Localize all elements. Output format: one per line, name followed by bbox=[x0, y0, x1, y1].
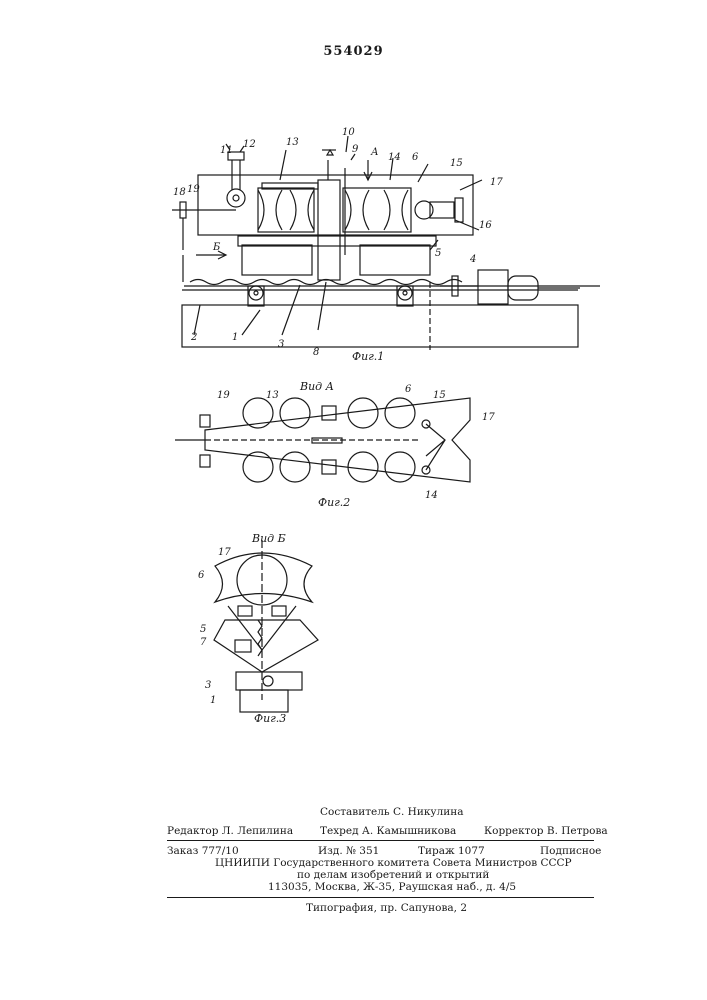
figure-3: Вид Б 17 6 5 7 3 1 Фиг.3 bbox=[198, 532, 318, 725]
divider-2 bbox=[167, 897, 594, 898]
techeditor: Техред А. Камышникова bbox=[320, 825, 456, 838]
svg-text:3: 3 bbox=[278, 339, 284, 350]
base-frame bbox=[182, 305, 578, 347]
svg-text:14: 14 bbox=[388, 152, 401, 163]
svg-text:6: 6 bbox=[198, 570, 205, 581]
svg-text:1: 1 bbox=[232, 332, 238, 343]
svg-text:Фиг.1: Фиг.1 bbox=[352, 350, 384, 363]
svg-text:15: 15 bbox=[433, 390, 446, 401]
svg-text:13: 13 bbox=[286, 137, 299, 148]
svg-text:4: 4 bbox=[469, 254, 476, 265]
svg-text:Фиг.2: Фиг.2 bbox=[318, 496, 350, 509]
figure-2: Вид А 19 13 6 15 17 14 Фиг.2 bbox=[175, 380, 495, 509]
svg-text:17: 17 bbox=[482, 412, 495, 423]
svg-text:5: 5 bbox=[200, 624, 206, 635]
svg-text:18: 18 bbox=[173, 187, 186, 198]
svg-text:2: 2 bbox=[190, 332, 197, 343]
fig3-view-label: Вид Б bbox=[251, 532, 286, 545]
svg-text:17: 17 bbox=[490, 177, 503, 188]
carriage-3 bbox=[242, 245, 312, 275]
svg-text:7: 7 bbox=[200, 637, 207, 648]
fig2-view-label: Вид А bbox=[299, 380, 334, 393]
carriage-5 bbox=[360, 245, 430, 275]
svg-text:5: 5 bbox=[435, 248, 441, 259]
address: 113035, Москва, Ж-35, Раушская наб., д. … bbox=[268, 881, 516, 894]
svg-text:3: 3 bbox=[205, 680, 211, 691]
svg-text:14: 14 bbox=[425, 490, 438, 501]
svg-text:6: 6 bbox=[405, 384, 412, 395]
svg-text:12: 12 bbox=[243, 139, 256, 150]
svg-text:11: 11 bbox=[220, 145, 233, 156]
svg-text:1: 1 bbox=[210, 695, 216, 706]
svg-text:19: 19 bbox=[217, 390, 230, 401]
typography: Типография, пр. Сапунова, 2 bbox=[306, 902, 467, 915]
figure-1: 4 5 6 10 9 11 12 13 14 15 16 17 18 19 А … bbox=[172, 127, 600, 363]
svg-text:8: 8 bbox=[313, 347, 319, 358]
svg-text:19: 19 bbox=[187, 184, 200, 195]
compiler: Составитель С. Никулина bbox=[320, 806, 464, 819]
svg-text:6: 6 bbox=[412, 152, 419, 163]
svg-text:А: А bbox=[370, 147, 379, 158]
svg-text:10: 10 bbox=[342, 127, 355, 138]
svg-text:Фиг.3: Фиг.3 bbox=[254, 712, 286, 725]
svg-text:9: 9 bbox=[352, 144, 359, 155]
corrector: Корректор В. Петрова bbox=[484, 825, 608, 838]
editor: Редактор Л. Лепилина bbox=[167, 825, 293, 838]
divider bbox=[167, 840, 594, 841]
motor-4 bbox=[478, 270, 508, 304]
svg-text:16: 16 bbox=[479, 220, 492, 231]
svg-text:13: 13 bbox=[266, 390, 279, 401]
svg-text:Б: Б bbox=[212, 242, 221, 253]
svg-text:15: 15 bbox=[450, 158, 463, 169]
svg-text:17: 17 bbox=[218, 547, 231, 558]
